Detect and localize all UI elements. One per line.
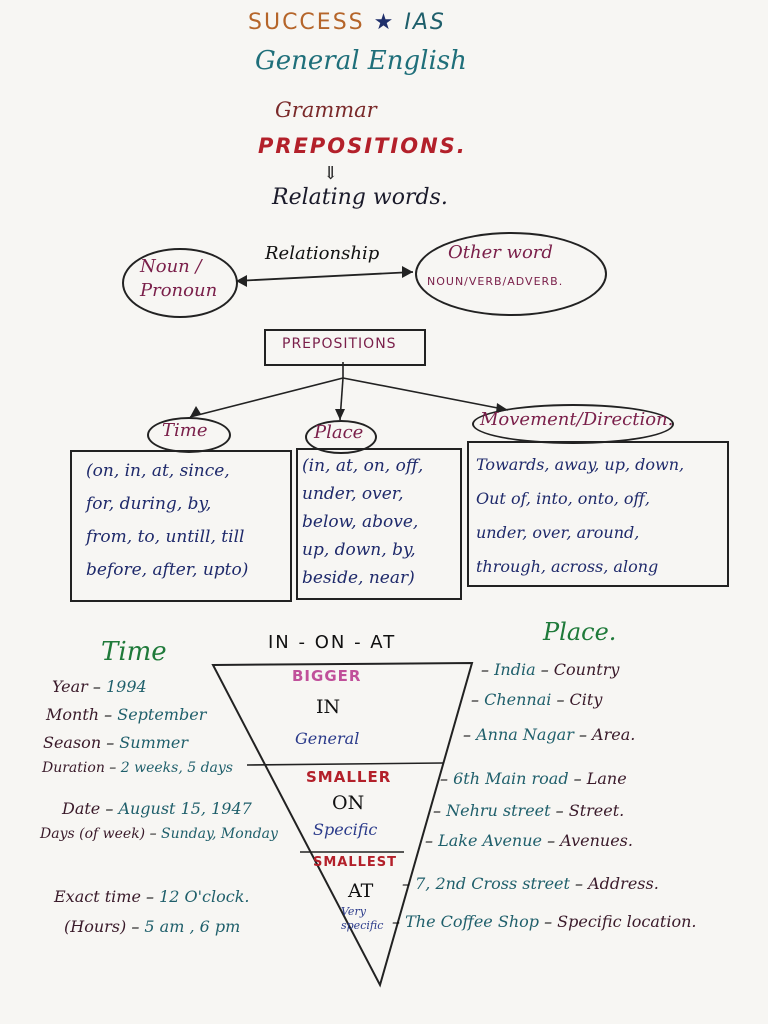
time-prep-line: from, to, untill, till [86,527,245,547]
brand-success: SUCCESS [248,10,365,35]
tree-branch-time [189,377,344,418]
topic-title: PREPOSITIONS. [258,134,467,158]
time-prep-line: before, after, upto) [86,560,249,580]
arrow-head-right [402,266,413,278]
time-row-duration: Duration – 2 weeks, 5 days [42,760,233,776]
movement-prepositions-list: Towards, away, up, down, Out of, into, o… [476,448,684,584]
movement-prep-line: Out of, into, onto, off, [476,489,650,508]
movement-category-oval [472,404,674,444]
level-in-prep: IN [316,696,341,718]
tree-branch-place [339,377,344,421]
place-prepositions-box [296,448,462,600]
place-prepositions-list: (in, at, on, off, under, over, below, ab… [302,452,423,592]
place-prep-line: (in, at, on, off, [302,456,424,476]
star-icon: ★ [373,10,396,35]
time-prepositions-box [70,450,292,602]
place-prep-line: under, over, [302,484,404,504]
time-row-exact-time: Exact time – 12 O'clock. [54,887,250,906]
triangle-divider-1 [246,762,444,766]
place-prep-line: below, above, [302,512,419,532]
time-row-days: Days (of week) – Sunday, Monday [40,826,278,842]
place-category-label: Place [314,422,364,443]
place-prep-line: up, down, by, [302,540,416,560]
place-row-city: – Chennai – City [471,690,603,709]
relationship-label: Relationship [265,243,380,264]
relationship-arrow [235,271,414,282]
movement-category-label: Movement/Direction. [480,409,674,430]
time-row-hours: (Hours) – 5 am , 6 pm [64,917,241,936]
prepositions-root-label: PREPOSITIONS [282,336,397,352]
time-section-title: Time [101,637,167,667]
header-brand: SUCCESS ★ IAS [248,10,446,35]
movement-prep-line: Towards, away, up, down, [476,455,685,474]
time-row-date: Date – August 15, 1947 [62,799,252,818]
movement-prep-line: under, over, around, [476,523,640,542]
time-category-label: Time [162,420,208,441]
level-bigger-label: BIGGER [292,667,362,685]
place-row-area: – Anna Nagar – Area. [463,725,636,744]
time-prepositions-list: (on, in, at, since, for, during, by, fro… [86,455,248,587]
arrow-down-icon: ⇓ [323,163,339,184]
time-prep-line: for, during, by, [86,494,212,514]
other-word-label: Other word [448,242,553,263]
place-row-address: – 7, 2nd Cross street – Address. [402,874,659,893]
movement-prepositions-box [467,441,729,587]
movement-prep-line: through, across, along [476,557,659,576]
time-prep-line: (on, in, at, since, [86,461,230,481]
place-category-oval [305,420,377,454]
time-row-season: Season – Summer [43,733,189,752]
place-row-avenue: – Lake Avenue – Avenues. [425,831,633,850]
place-row-street: – Nehru street – Street. [433,801,625,820]
word-types-label: NOUN/VERB/ADVERB. [427,275,564,288]
prepositions-box [264,329,426,366]
in-on-at-title: IN - ON - AT [268,632,397,653]
noun-pronoun-label: Noun / Pronoun [140,256,218,301]
definition-text: Relating words. [272,185,448,210]
level-general-desc: General [295,729,360,748]
place-row-country: – India – Country [481,660,620,679]
level-at-prep: AT [348,880,374,902]
section-title: Grammar [275,98,377,122]
place-section-title: Place. [543,618,617,646]
time-row-month: Month – September [46,705,207,724]
level-smaller-label: SMALLER [306,768,392,786]
time-row-year: Year – 1994 [52,677,147,696]
subject-title: General English [255,46,467,76]
time-category-oval [147,417,231,453]
other-word-oval [415,232,607,316]
tree-branch-movement [342,377,509,411]
level-very-specific-desc: Very specific [341,905,384,932]
place-row-specific-location: – The Coffee Shop – Specific location. [392,912,697,931]
level-on-prep: ON [332,792,365,814]
level-specific-desc: Specific [313,820,378,839]
place-prep-line: beside, near) [302,568,415,588]
brand-ias: IAS [404,10,446,35]
place-row-lane: – 6th Main road – Lane [440,769,627,788]
level-smallest-label: SMALLEST [313,855,398,870]
